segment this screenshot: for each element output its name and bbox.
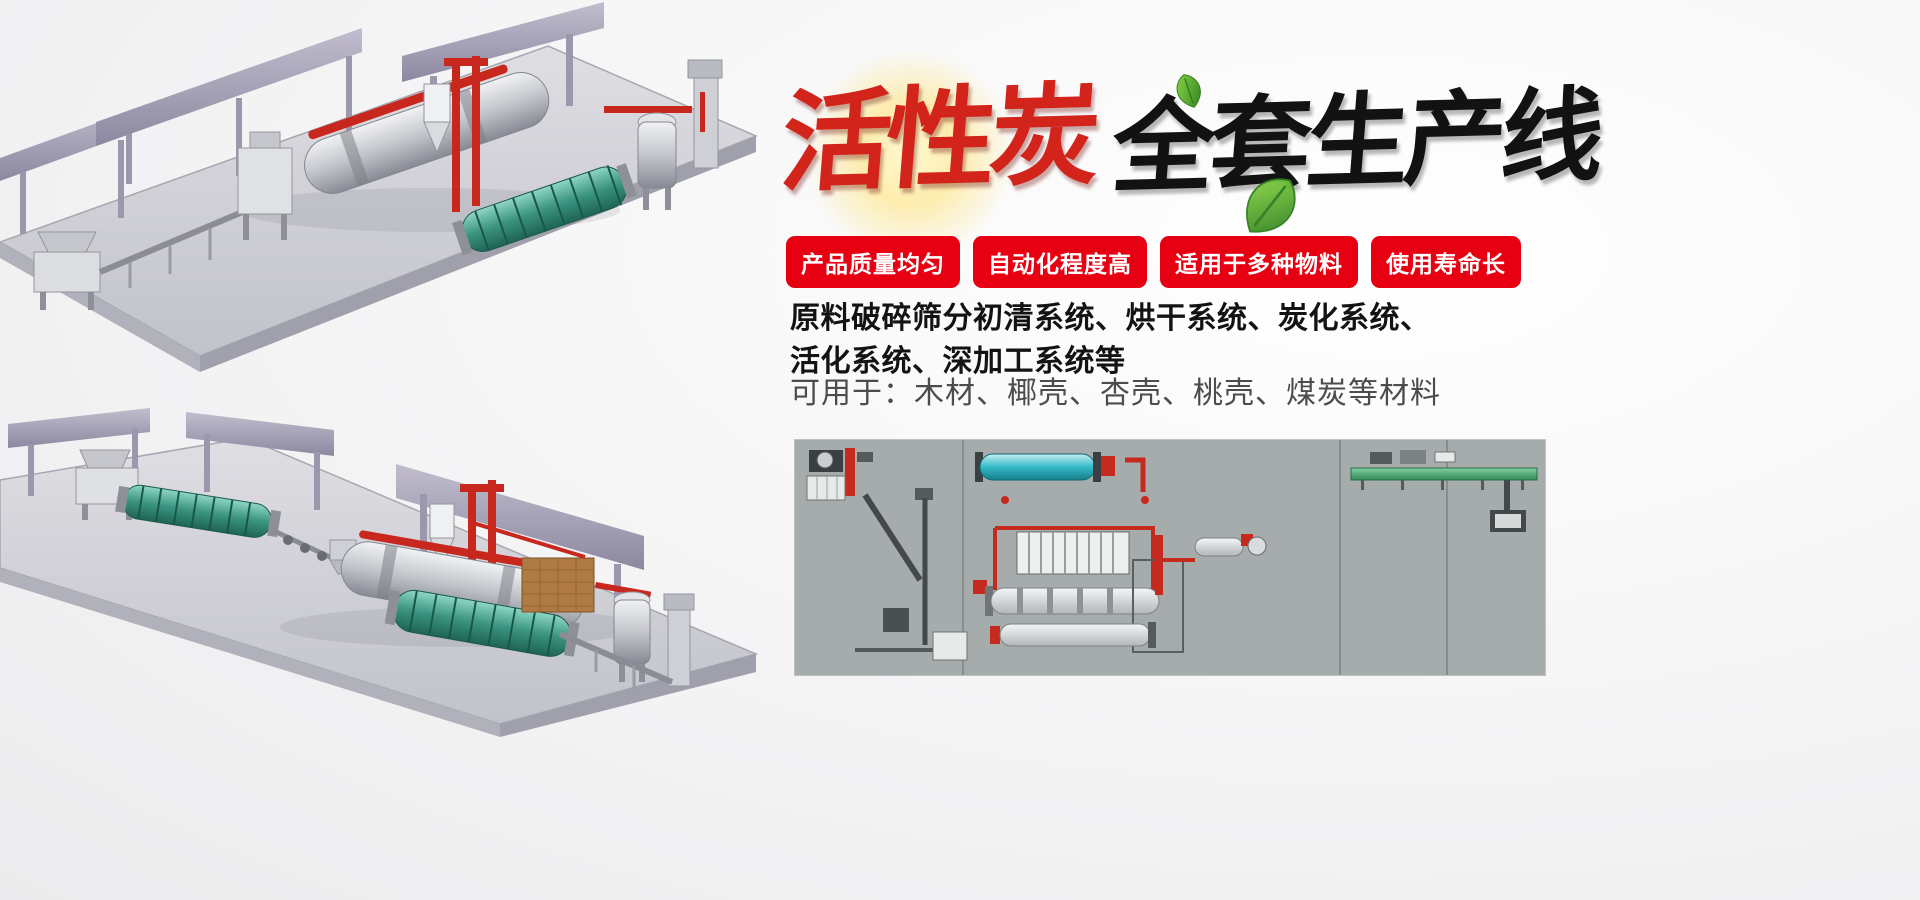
platform [0, 45, 758, 372]
back-walls [8, 408, 644, 656]
burner-unit [1001, 496, 1267, 562]
badge-uniform-quality: 产品质量均匀 [786, 236, 960, 288]
cooling-cylinder [883, 608, 1156, 661]
kiln-support-frame [444, 56, 488, 212]
desc-line-1: 原料破碎筛分初清系统、烘干系统、炭化系统、 [790, 301, 1431, 336]
inclined-conveyor [98, 205, 254, 288]
cyclone [423, 83, 451, 154]
materials-note: 可用于：木材、椰壳、杏壳、桃壳、煤炭等材料 [790, 376, 1441, 411]
production-line-diagram [795, 440, 1545, 675]
systems-description: 原料破碎筛分初清系统、烘干系统、炭化系统、 活化系统、深加工系统等 [790, 298, 1431, 383]
badge-long-life: 使用寿命长 [1371, 236, 1521, 288]
desc-line-2: 活化系统、深加工系统等 [790, 343, 1126, 379]
feed-station [806, 448, 873, 501]
badge-automation: 自动化程度高 [973, 236, 1147, 288]
screening-drum [115, 484, 282, 538]
heat-exchanger [993, 526, 1155, 590]
packing-line [1350, 450, 1538, 532]
title-red-text: 活性炭 [776, 70, 1100, 208]
machinery-render-bottom [0, 408, 759, 737]
cooling-drum [451, 163, 637, 256]
main-title: 活性炭 全套生产线 [777, 44, 1912, 264]
right-vessel [594, 582, 695, 687]
right-tower [604, 59, 723, 210]
hopper-tank [237, 131, 293, 240]
machinery-render-top [0, 2, 758, 372]
discharge-conveyor [558, 631, 674, 690]
feature-badges: 产品质量均匀 自动化程度高 适用于多种物料 使用寿命长 [786, 236, 1521, 288]
leaf-icon [1246, 178, 1296, 233]
badge-multi-material: 适用于多种物料 [1160, 236, 1358, 288]
activation-kiln [973, 535, 1184, 653]
leaf-icon [1176, 74, 1201, 108]
transfer-conveyor [270, 527, 334, 561]
carbonization-drum [975, 452, 1146, 492]
glow-effect [800, 44, 1020, 264]
brick-furnace [469, 520, 595, 613]
feeder-crusher [33, 231, 101, 310]
